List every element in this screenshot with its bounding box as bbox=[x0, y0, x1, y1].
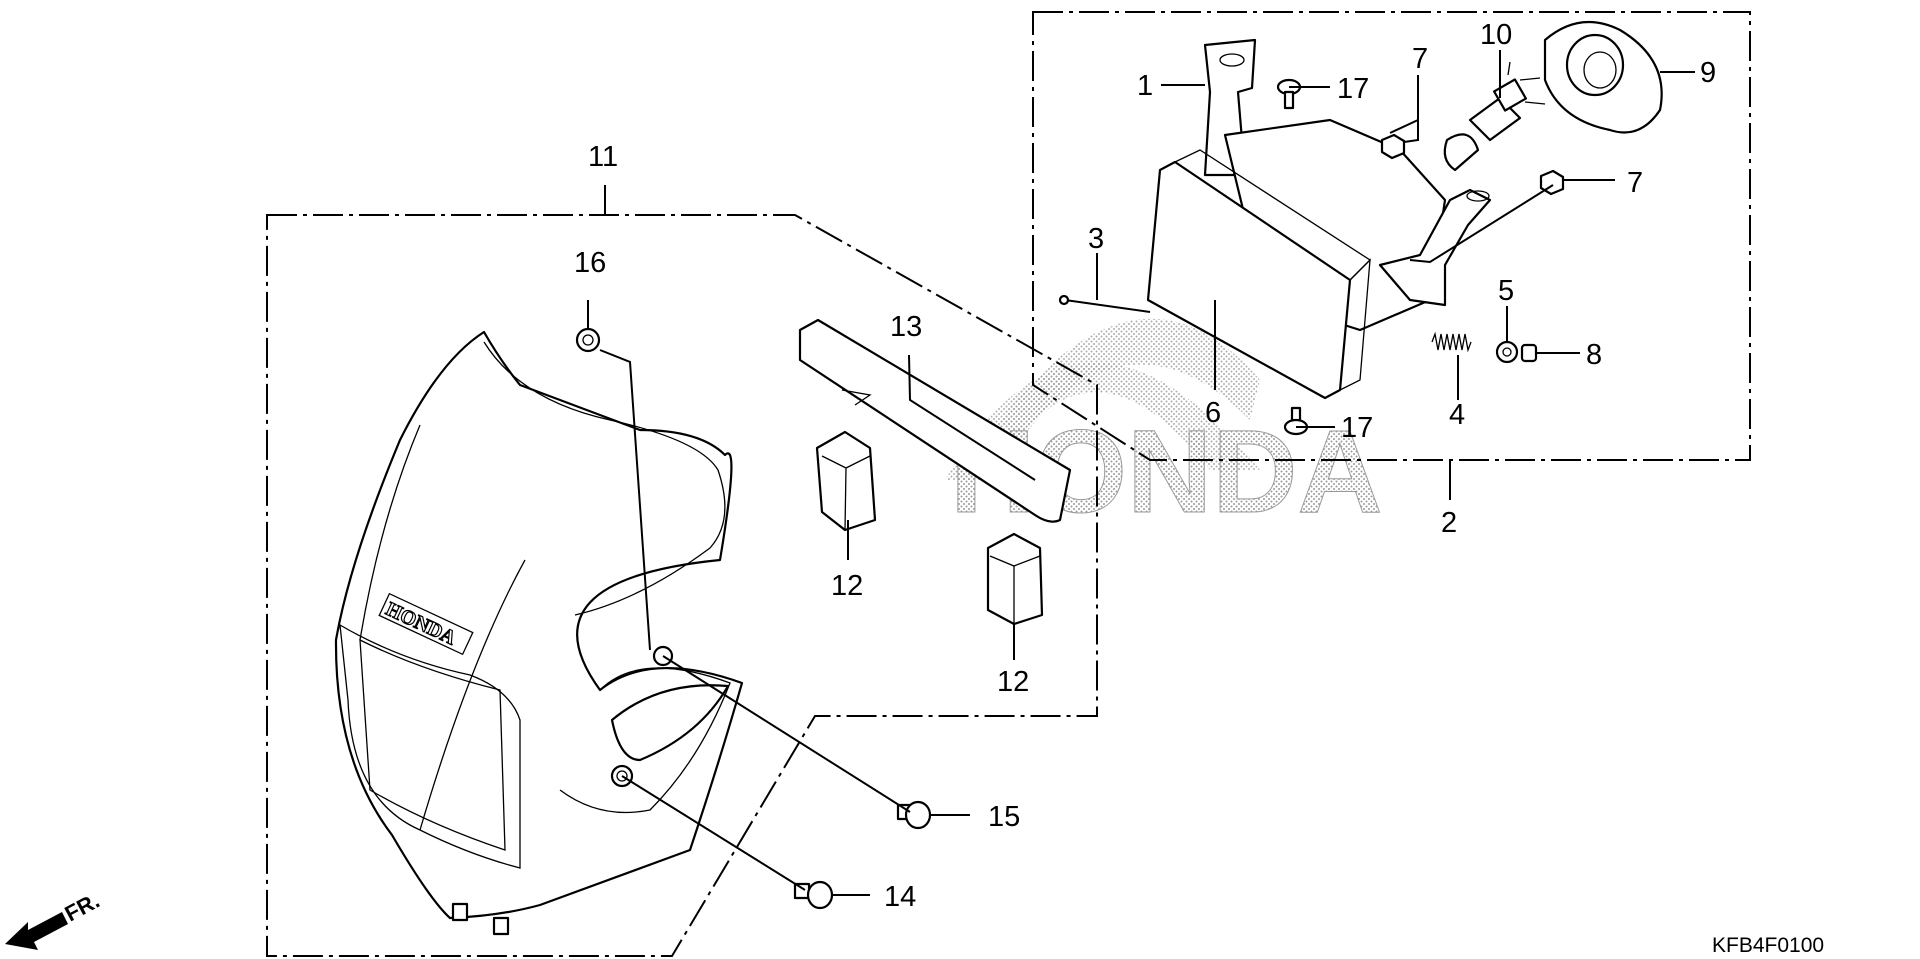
callout-16: 16 bbox=[574, 247, 606, 279]
callout-10: 10 bbox=[1480, 19, 1512, 51]
part-12-cushion-right bbox=[986, 532, 1044, 626]
part-4-spring bbox=[1431, 331, 1472, 353]
callout-7-upper: 7 bbox=[1412, 43, 1428, 75]
callout-12-right: 12 bbox=[997, 666, 1029, 698]
part-3-adjusting-screw bbox=[1064, 299, 1151, 313]
callout-9: 9 bbox=[1700, 57, 1716, 89]
callout-1: 1 bbox=[1137, 70, 1153, 102]
part-14-screw bbox=[793, 880, 834, 910]
cowl-assembly-boundary bbox=[266, 214, 1098, 957]
part-13-seal bbox=[798, 318, 1072, 523]
callout-5: 5 bbox=[1498, 275, 1514, 307]
callout-3: 3 bbox=[1088, 223, 1104, 255]
front-direction-text: FR. bbox=[61, 888, 104, 927]
part-5-nut bbox=[1495, 340, 1519, 364]
callout-15: 15 bbox=[988, 801, 1020, 833]
leader-lines bbox=[587, 50, 1695, 896]
part-7-nut-upper bbox=[1380, 133, 1406, 160]
callout-17-upper: 17 bbox=[1337, 73, 1369, 105]
callout-4: 4 bbox=[1449, 399, 1465, 431]
callout-6: 6 bbox=[1205, 397, 1221, 429]
part-9-dust-cover bbox=[1543, 20, 1663, 134]
side-bracket bbox=[1378, 188, 1492, 307]
callout-13: 13 bbox=[890, 311, 922, 343]
part-17-screw-upper bbox=[1276, 78, 1302, 110]
headlight-cowl: HONDA bbox=[334, 330, 744, 936]
part-16-grommet bbox=[575, 327, 601, 353]
front-direction-indicator: FR. bbox=[5, 888, 104, 950]
callout-2: 2 bbox=[1441, 507, 1457, 539]
part-12-cushion-left bbox=[815, 430, 877, 532]
callout-8: 8 bbox=[1586, 339, 1602, 371]
callout-14: 14 bbox=[884, 881, 916, 913]
callout-17-lower: 17 bbox=[1341, 412, 1373, 444]
part-10-bulb bbox=[1443, 61, 1546, 172]
callout-11: 11 bbox=[588, 141, 618, 173]
callout-7-lower: 7 bbox=[1627, 167, 1643, 199]
part-15-screw bbox=[896, 800, 932, 830]
part-8-cap bbox=[1520, 343, 1538, 363]
callout-labels: 1 17 7 10 9 7 3 5 8 6 4 17 2 11 16 13 12… bbox=[574, 19, 1716, 913]
callout-12-left: 12 bbox=[831, 570, 863, 602]
diagram-code: KFB4F0100 bbox=[1712, 934, 1824, 957]
